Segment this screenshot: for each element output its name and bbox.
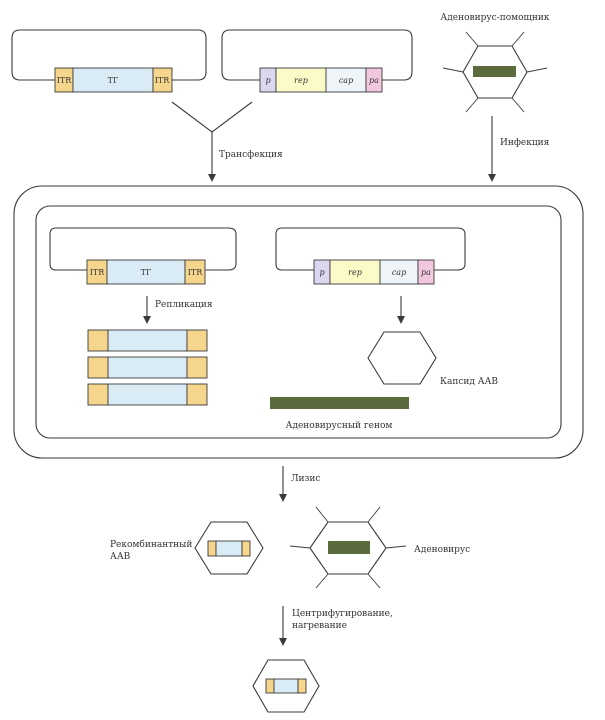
rep-segment xyxy=(275,67,327,93)
adenovirus-genome-bar xyxy=(328,541,370,554)
p-label: p xyxy=(265,76,270,85)
transfection-label: Трансфекция xyxy=(219,150,283,160)
centrifugation-label-line1: Центрифугирование, xyxy=(292,609,393,619)
cap-segment xyxy=(325,67,367,93)
tg-segment xyxy=(72,67,154,93)
helper-adenovirus-label: Аденовирус-помощник xyxy=(440,13,550,23)
cap-label-cell: cap xyxy=(392,268,406,277)
recombinant-aav-icon xyxy=(194,521,264,575)
rep-label-cell: rep xyxy=(348,268,362,277)
rep-segment-cell xyxy=(329,259,381,285)
lysis-arrow xyxy=(279,466,287,502)
pa-label: pa xyxy=(369,76,379,85)
recombinant-aav-label-line2: ААВ xyxy=(110,552,131,562)
capsid-label: Капсид ААВ xyxy=(440,377,498,387)
cap-label: cap xyxy=(339,76,353,85)
plasmid-rep-cap-cell: p rep cap pa xyxy=(275,227,466,285)
replicated-genome-1 xyxy=(87,329,208,352)
replicated-genome-3 xyxy=(87,383,208,406)
replicated-genome-2 xyxy=(87,356,208,379)
infection-label: Инфекция xyxy=(500,138,550,148)
recombinant-aav-label-line1: Рекомбинантный xyxy=(110,539,192,550)
cell-nucleus xyxy=(35,205,562,439)
replication-label: Репликация xyxy=(155,300,213,310)
helper-genome-bar xyxy=(473,66,516,77)
rep-label: rep xyxy=(294,76,308,85)
aav-capsid-icon xyxy=(367,331,437,385)
cell-outer-membrane xyxy=(13,185,584,459)
itr-right-segment xyxy=(152,67,173,93)
centrifugation-arrow xyxy=(279,606,287,646)
adenovirus-label: Аденовирус xyxy=(414,545,470,555)
plasmid-rep-cap-top: p rep cap pa xyxy=(221,29,413,93)
p-label-cell: p xyxy=(319,268,324,277)
adenoviral-genome-label: Аденовирусный геном xyxy=(286,421,393,431)
tg-segment-cell xyxy=(106,259,186,285)
plasmid-transgene-top: ITR ТГ ITR xyxy=(11,29,207,93)
tg-label: ТГ xyxy=(108,76,119,85)
tg-label-cell: ТГ xyxy=(141,268,152,277)
pa-segment xyxy=(365,67,383,93)
centrifugation-label-line2: нагревание xyxy=(292,621,347,631)
pa-segment-cell xyxy=(417,259,435,285)
replicated-genomes xyxy=(87,329,208,406)
plasmid-transgene-cell: ITR ТГ ITR xyxy=(49,227,237,285)
capsid-arrow xyxy=(397,296,405,324)
purified-aav-icon xyxy=(252,659,320,713)
itr-right-segment-cell xyxy=(184,259,206,285)
helper-adenovirus-icon xyxy=(442,31,548,113)
itr-left-label-cell: ITR xyxy=(90,268,105,277)
lysis-label: Лизис xyxy=(291,474,320,484)
replication-arrow xyxy=(143,296,151,324)
itr-left-label: ITR xyxy=(57,76,72,85)
itr-right-label: ITR xyxy=(155,76,170,85)
adenoviral-genome-bar xyxy=(270,397,409,409)
pa-label-cell: pa xyxy=(421,268,431,277)
adenovirus-icon xyxy=(289,506,407,589)
infection-arrow xyxy=(488,116,496,182)
itr-right-label-cell: ITR xyxy=(188,268,203,277)
transfection-arrow xyxy=(171,101,253,182)
